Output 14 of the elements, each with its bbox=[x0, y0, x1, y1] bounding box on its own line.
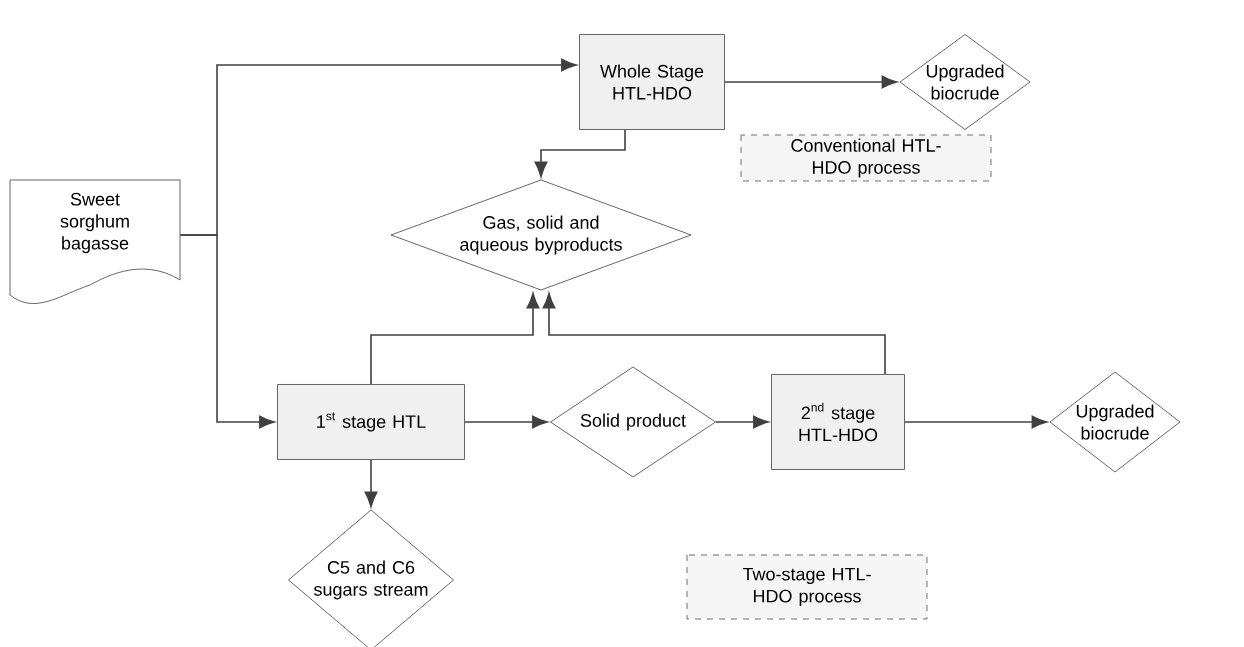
arrow bbox=[179, 234, 275, 429]
arrow bbox=[715, 415, 769, 429]
arrow bbox=[370, 292, 540, 385]
note-box: Conventional HTL-HDO process bbox=[740, 134, 992, 182]
arrow bbox=[724, 75, 898, 89]
arrow bbox=[542, 292, 886, 375]
arrow bbox=[464, 415, 548, 429]
note-box: Two-stage HTL-HDO process bbox=[686, 554, 928, 620]
process-box: 1$^{st}$ stage HTL bbox=[277, 384, 465, 460]
process-box: Whole Stage HTL-HDO bbox=[579, 34, 725, 130]
arrow bbox=[534, 129, 626, 178]
arrow bbox=[904, 415, 1048, 429]
process-box: 2$^{nd}$ stage HTL-HDO bbox=[771, 374, 905, 470]
arrow bbox=[364, 459, 378, 508]
